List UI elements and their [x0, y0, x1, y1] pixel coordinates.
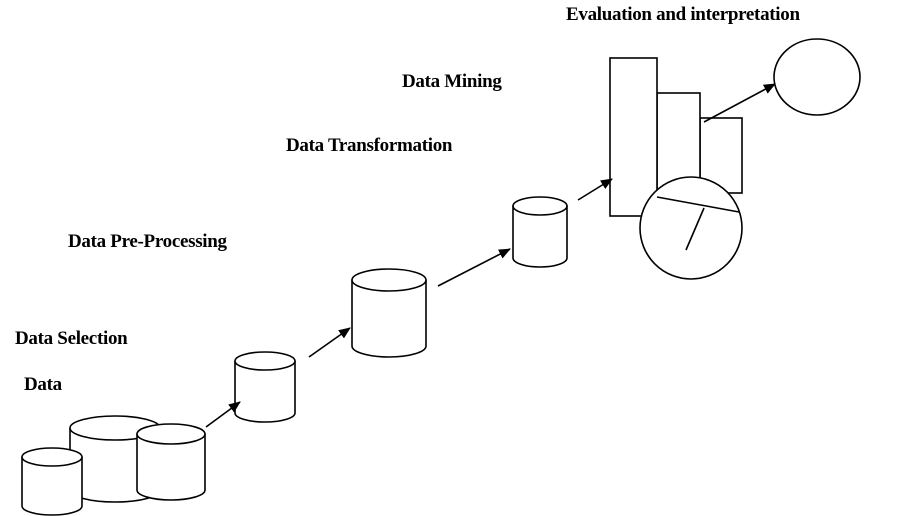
transformed-data-cylinder — [512, 196, 568, 268]
label-data-transformation: Data Transformation — [286, 135, 453, 156]
label-data-preprocessing: Data Pre-Processing — [68, 231, 227, 252]
preprocessed-data-cylinder — [351, 268, 427, 358]
pattern-pie-chart — [639, 176, 743, 280]
data-cylinder-medium — [136, 423, 206, 501]
label-evaluation-and-interpretation: Evaluation and interpretation — [566, 4, 800, 25]
arrow-selection-to-preprocessing — [308, 327, 351, 358]
selected-data-cylinder — [234, 351, 296, 423]
arrow-transformation-to-mining — [577, 178, 613, 201]
knowledge-circle — [773, 38, 861, 116]
arrow-mining-to-evaluation — [703, 83, 776, 123]
data-cylinder-small — [21, 447, 83, 516]
label-data-selection: Data Selection — [15, 328, 128, 349]
label-data-mining: Data Mining — [402, 71, 502, 92]
arrow-data-to-selection — [205, 401, 241, 428]
pattern-bar-tall — [609, 57, 658, 217]
arrow-preprocessing-to-transformation — [437, 248, 511, 287]
label-data: Data — [24, 374, 62, 395]
